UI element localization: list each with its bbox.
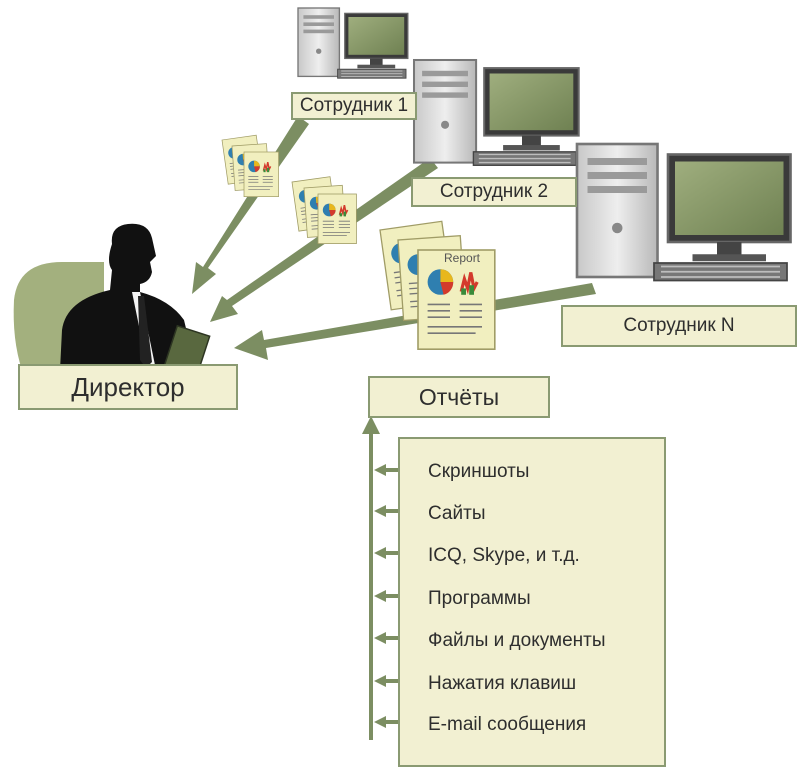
report-doc-title: Report [444, 251, 481, 265]
computer-icon-employee2 [412, 58, 580, 167]
features-to-reports-connector [362, 416, 398, 740]
computer-icon-employeeN [575, 142, 792, 282]
feature-item-sites: Сайты [428, 503, 486, 524]
arrow-employee1-to-director [192, 116, 309, 294]
employee-2-label: Сотрудник 2 [411, 177, 577, 207]
feature-item-email: E-mail сообщения [428, 714, 587, 735]
director-icon [13, 223, 211, 378]
monitored-features-panel: Скриншоты Сайты ICQ, Skype, и т.д. Прогр… [398, 437, 666, 767]
feature-tick-arrows [374, 464, 398, 728]
employee-1-label: Сотрудник 1 [291, 92, 417, 120]
report-stack-large-icon: Report [378, 220, 497, 351]
feature-item-programs: Программы [428, 588, 531, 609]
arrow-employeeN-to-director [234, 283, 596, 360]
feature-item-messengers: ICQ, Skype, и т.д. [428, 545, 580, 566]
person-silhouette [60, 223, 196, 370]
report-stack-medium-icon [291, 175, 358, 245]
feature-item-screenshots: Скриншоты [428, 461, 530, 482]
reports-label: Отчёты [368, 376, 550, 418]
feature-item-keystrokes: Нажатия клавиш [428, 673, 577, 694]
director-label: Директор [18, 364, 238, 410]
report-stack-small-icon [221, 134, 280, 198]
feature-item-files: Файлы и документы [428, 630, 606, 651]
computer-icon-employee1 [297, 7, 409, 79]
employee-n-label: Сотрудник N [561, 305, 797, 347]
